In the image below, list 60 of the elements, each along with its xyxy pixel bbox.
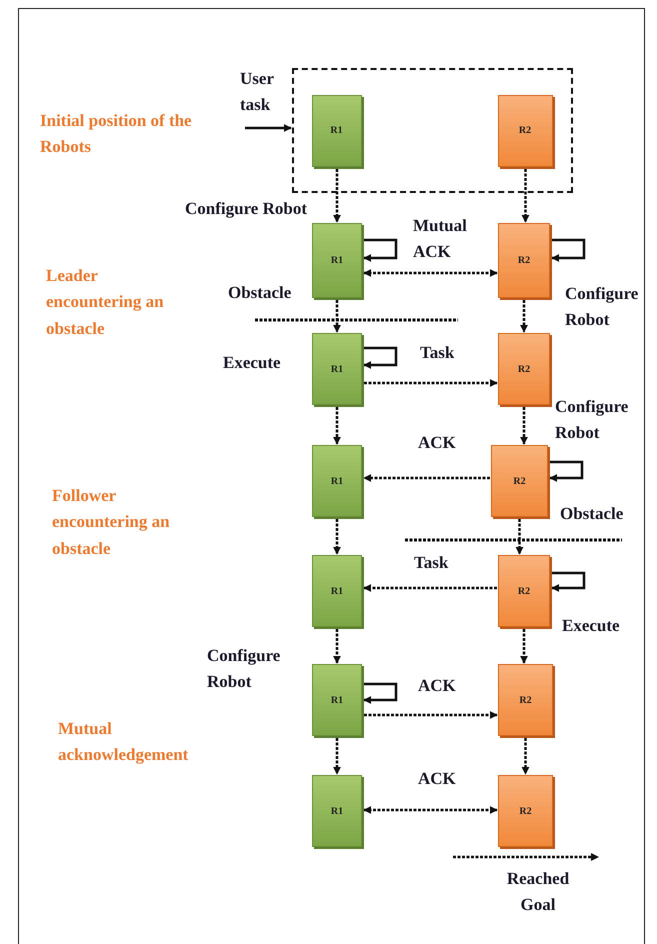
stage-label: Follower encountering an obstacle <box>52 485 171 560</box>
robot-box: R1 <box>312 775 362 847</box>
robot-box: R1 <box>312 555 362 627</box>
robot-box: R1 <box>312 333 362 405</box>
self-loop-arrow <box>362 238 398 262</box>
edge-label: User task <box>240 68 275 116</box>
arrow <box>520 300 528 333</box>
stage-label: Initial position of the Robots <box>40 110 193 158</box>
robot-box: R2 <box>498 775 553 847</box>
step-label: Execute <box>562 615 621 637</box>
arrow <box>520 407 528 445</box>
robot-box: R2 <box>498 664 553 736</box>
robot-box: R1 <box>312 664 362 736</box>
step-label: Configure Robot <box>555 396 630 444</box>
arrow <box>245 124 292 132</box>
arrow <box>363 584 497 592</box>
edge-label: ACK <box>418 675 457 697</box>
arrow <box>364 379 498 387</box>
arrow <box>363 474 490 482</box>
stage-label: Leader encountering an obstacle <box>46 265 165 340</box>
dashed-group-box <box>292 68 573 193</box>
arrow <box>333 738 341 775</box>
edge-label: Mutual ACK <box>413 215 468 264</box>
step-label: Execute <box>223 352 282 374</box>
arrow <box>522 738 530 775</box>
edge-label: Task <box>414 552 450 574</box>
robot-box: R2 <box>498 333 550 405</box>
self-loop-arrow <box>548 460 584 482</box>
robot-box: R1 <box>312 223 362 298</box>
step-label: Configure Robot <box>207 645 282 694</box>
stage-label: Mutual acknowledgement <box>58 718 190 766</box>
robot-box: R1 <box>312 94 362 166</box>
self-loop-arrow <box>362 346 398 369</box>
arrow <box>363 269 498 277</box>
robot-box: R2 <box>498 223 550 298</box>
self-loop-arrow <box>362 682 398 704</box>
arrow <box>333 629 341 664</box>
arrow <box>522 169 530 223</box>
step-label: Reached Goal <box>506 868 570 916</box>
self-loop-arrow <box>550 238 586 262</box>
arrow <box>333 169 341 223</box>
arrow <box>364 711 498 719</box>
self-loop-arrow <box>550 572 586 592</box>
robot-box: R1 <box>312 445 362 517</box>
arrow <box>333 519 341 555</box>
arrow <box>363 806 498 814</box>
arrow <box>333 300 341 333</box>
arrow <box>520 629 528 664</box>
arrow <box>333 407 341 445</box>
robot-box: R2 <box>498 94 552 166</box>
step-label: Configure Robot <box>565 283 640 332</box>
step-label: Obstacle <box>560 503 624 525</box>
step-label: Configure Robot <box>185 198 308 220</box>
robot-box: R2 <box>498 555 550 627</box>
edge-label: Task <box>420 342 456 364</box>
step-label: Obstacle <box>228 282 292 304</box>
edge-label: ACK <box>418 768 457 790</box>
edge-label: ACK <box>418 432 457 454</box>
arrow <box>516 519 524 555</box>
robot-box: R2 <box>491 445 548 517</box>
